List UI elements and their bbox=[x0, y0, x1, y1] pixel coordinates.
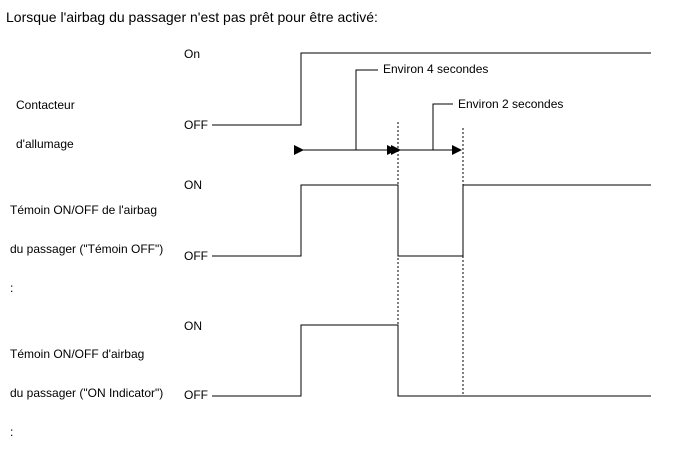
signal-label-line: : bbox=[10, 281, 14, 295]
ignition-waveform bbox=[212, 52, 651, 126]
annotation-leader-4s bbox=[355, 69, 378, 150]
level-on-label: ON bbox=[184, 178, 202, 192]
off-indicator-waveform bbox=[212, 184, 651, 257]
signal-label-line: : bbox=[10, 425, 14, 439]
on-indicator-waveform bbox=[212, 324, 651, 397]
signal-label-ignition: Contacteur d'allumage bbox=[16, 73, 75, 164]
signal-label-off-indicator: Témoin ON/OFF de l'airbag du passager ("… bbox=[10, 178, 163, 308]
diagram-title: Lorsque l'airbag du passager n'est pas p… bbox=[6, 9, 378, 25]
level-off-label: OFF bbox=[184, 118, 208, 132]
signal-label-line: du passager ("ON Indicator") bbox=[10, 386, 164, 400]
level-off-label: OFF bbox=[184, 249, 208, 263]
signal-label-line: du passager ("Témoin OFF") bbox=[10, 242, 164, 256]
signal-label-line: Contacteur bbox=[16, 98, 75, 112]
signal-label-line: Témoin ON/OFF d'airbag bbox=[10, 347, 145, 361]
annotation-leader-2s bbox=[432, 103, 453, 150]
interval-annotation-4s: Environ 4 secondes bbox=[383, 62, 489, 76]
signal-label-line: Témoin ON/OFF de l'airbag bbox=[10, 203, 158, 217]
signal-label-line: d'allumage bbox=[16, 137, 74, 151]
interval-annotation-2s: Environ 2 secondes bbox=[458, 97, 564, 111]
level-on-label: ON bbox=[184, 319, 202, 333]
signal-label-on-indicator: Témoin ON/OFF d'airbag du passager ("ON … bbox=[10, 322, 163, 452]
level-on-label: On bbox=[184, 47, 201, 61]
level-off-label: OFF bbox=[184, 388, 208, 402]
